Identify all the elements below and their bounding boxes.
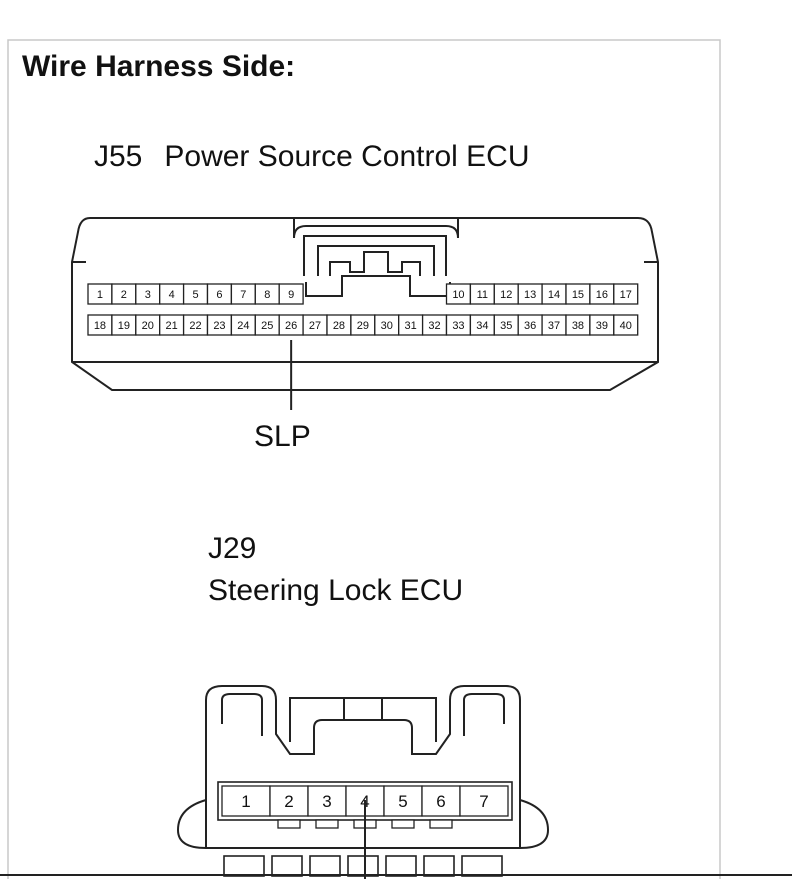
- j55-pin-2-label: 2: [121, 289, 127, 301]
- j55-code: J55: [94, 140, 143, 173]
- j55-pin-18-label: 18: [94, 320, 106, 332]
- j29-pin-5-label: 5: [398, 792, 407, 811]
- j55-pin-27-label: 27: [309, 320, 321, 332]
- j55-pin-17-label: 17: [620, 289, 632, 301]
- j55-title: J55 Power Source Control ECU: [94, 140, 530, 174]
- j55-pin-4-label: 4: [169, 289, 175, 301]
- j29-name: Steering Lock ECU: [208, 574, 464, 607]
- j29-terminal-slot: [461, 855, 503, 877]
- j55-pin-16-label: 16: [596, 289, 608, 301]
- j29-code: J29: [208, 532, 257, 565]
- j55-pin-12-label: 12: [500, 289, 512, 301]
- j55-pin-32-label: 32: [428, 320, 440, 332]
- j55-pin-11-label: 11: [477, 289, 488, 301]
- j55-name: Power Source Control ECU: [164, 140, 530, 173]
- j55-pin-39-label: 39: [596, 320, 608, 332]
- j55-pin-6-label: 6: [216, 289, 222, 301]
- slp-label: SLP: [254, 420, 311, 453]
- j55-pin-19-label: 19: [118, 320, 130, 332]
- j29-latch-tab: [315, 819, 339, 829]
- figure-border: [7, 39, 721, 879]
- j55-pin-34-label: 34: [476, 320, 488, 332]
- j29-pin-6-cell: [421, 785, 461, 817]
- j55-pin-13-label: 13: [524, 289, 536, 301]
- j55-pin-15-label: 15: [572, 289, 584, 301]
- j55-pin-35-label: 35: [500, 320, 512, 332]
- j29-terminal-slot: [223, 855, 265, 877]
- j55-pin-8-label: 8: [264, 289, 270, 301]
- j55-pin-21-label: 21: [166, 320, 178, 332]
- j55-pin-29-label: 29: [357, 320, 369, 332]
- j55-pin-10-label: 10: [452, 289, 464, 301]
- j55-connector-housing: [71, 217, 659, 391]
- j29-pin-2-label: 2: [284, 792, 293, 811]
- j55-pin-38-label: 38: [572, 320, 584, 332]
- j29-latch-tab: [277, 819, 301, 829]
- j55-pin-28-label: 28: [333, 320, 345, 332]
- j55-pin-5-label: 5: [192, 289, 198, 301]
- j55-pin-30-label: 30: [381, 320, 393, 332]
- j29-pin-7-cell: [459, 785, 509, 817]
- j55-pin-33-label: 33: [452, 320, 464, 332]
- j55-pin-23-label: 23: [213, 320, 225, 332]
- j29-pin-2-cell: [269, 785, 309, 817]
- j55-pin-9-label: 9: [288, 289, 294, 301]
- j55-pin-14-label: 14: [548, 289, 560, 301]
- j55-pin-25-label: 25: [261, 320, 273, 332]
- j29-terminal-slot: [347, 855, 379, 877]
- j55-pin-7-label: 7: [240, 289, 246, 301]
- j29-pin-3-label: 3: [322, 792, 331, 811]
- j55-pin-3-label: 3: [145, 289, 151, 301]
- j29-terminal-slot: [271, 855, 303, 877]
- j29-latch-tab: [391, 819, 415, 829]
- j55-pin-24-label: 24: [237, 320, 249, 332]
- j29-pin-1-label: 1: [241, 792, 250, 811]
- j29-latch-tab: [429, 819, 453, 829]
- j29-pin-6-label: 6: [436, 792, 445, 811]
- j29-terminal-slot: [423, 855, 455, 877]
- j55-pin-1-label: 1: [97, 289, 103, 301]
- j55-pin-36-label: 36: [524, 320, 536, 332]
- j29-pin-1-cell: [221, 785, 271, 817]
- j55-pin-37-label: 37: [548, 320, 560, 332]
- j55-pin-9-cell: [278, 283, 304, 305]
- j55-pin-40-cell: [613, 314, 639, 336]
- j29-terminal-slot: [385, 855, 417, 877]
- j55-pin-31-label: 31: [405, 320, 417, 332]
- j29-pin-5-cell: [383, 785, 423, 817]
- j29-terminal-slot: [309, 855, 341, 877]
- j55-pin-40-label: 40: [620, 320, 632, 332]
- j55-pin-20-label: 20: [142, 320, 154, 332]
- j55-pin-22-label: 22: [189, 320, 201, 332]
- heading: Wire Harness Side:: [22, 50, 296, 83]
- j29-pin-7-label: 7: [479, 792, 488, 811]
- j55-pin-26-label: 26: [285, 320, 297, 332]
- j55-pin-17-cell: [613, 283, 639, 305]
